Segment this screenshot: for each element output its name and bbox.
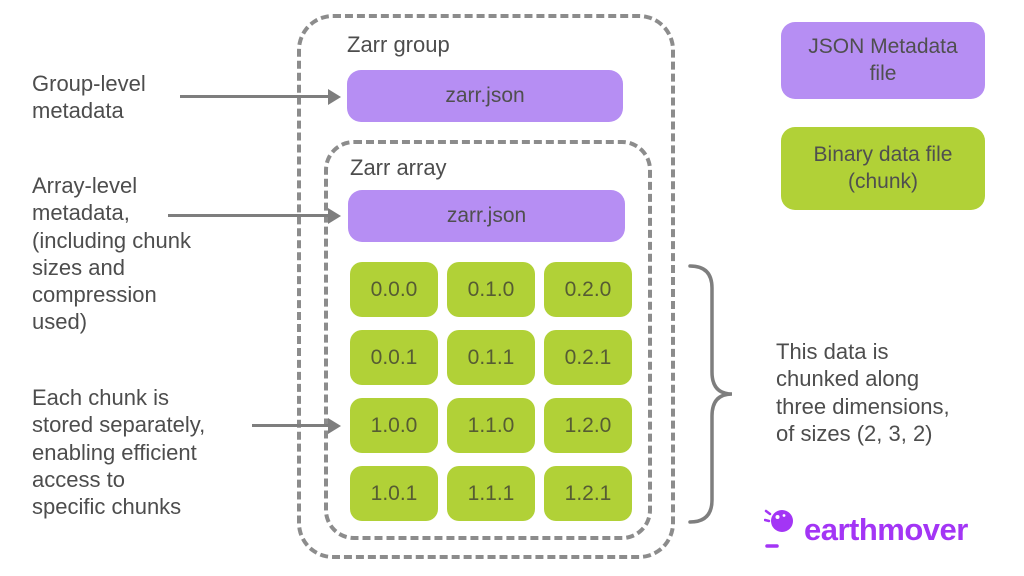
earthmover-logo-text: earthmover <box>804 512 968 547</box>
earthmover-logo-icon <box>764 509 793 548</box>
annotation-array-metadata: Array-level metadata, (including chunk s… <box>32 173 191 335</box>
chunk-0-2-1: 0.2.1 <box>544 330 632 385</box>
chunk-1-0-1: 1.0.1 <box>350 466 438 521</box>
group-metadata-pill: zarr.json <box>347 70 623 122</box>
annotation-group-metadata: Group-level metadata <box>32 71 146 124</box>
zarr-array-label: Zarr array <box>350 155 447 180</box>
chunk-0-0-1: 0.0.1 <box>350 330 438 385</box>
legend-json-metadata: JSON Metadata file <box>781 22 985 99</box>
chunk-1-1-0: 1.1.0 <box>447 398 535 453</box>
chunk-grid: 0.0.0 0.1.0 0.2.0 0.0.1 0.1.1 0.2.1 1.0.… <box>350 262 632 521</box>
zarr-group-label: Zarr group <box>347 32 450 57</box>
zarr-array-box <box>324 140 652 540</box>
chunk-1-0-0: 1.0.0 <box>350 398 438 453</box>
annotation-chunk-storage: Each chunk is stored separately, enablin… <box>32 385 206 520</box>
chunk-0-0-0: 0.0.0 <box>350 262 438 317</box>
arrow-to-chunk <box>252 417 341 434</box>
chunk-dimension-bracket <box>688 264 733 524</box>
annotation-chunking-note: This data is chunked along three dimensi… <box>776 339 950 446</box>
legend-binary-data: Binary data file (chunk) <box>781 127 985 210</box>
chunk-1-2-0: 1.2.0 <box>544 398 632 453</box>
chunk-1-1-1: 1.1.1 <box>447 466 535 521</box>
chunk-0-1-1: 0.1.1 <box>447 330 535 385</box>
arrow-to-group-metadata <box>180 88 341 105</box>
earthmover-logo: earthmover <box>764 506 968 554</box>
chunk-0-1-0: 0.1.0 <box>447 262 535 317</box>
chunk-0-2-0: 0.2.0 <box>544 262 632 317</box>
chunk-1-2-1: 1.2.1 <box>544 466 632 521</box>
array-metadata-pill: zarr.json <box>348 190 625 242</box>
zarr-group-box <box>297 14 675 559</box>
arrow-to-array-metadata <box>168 207 341 224</box>
